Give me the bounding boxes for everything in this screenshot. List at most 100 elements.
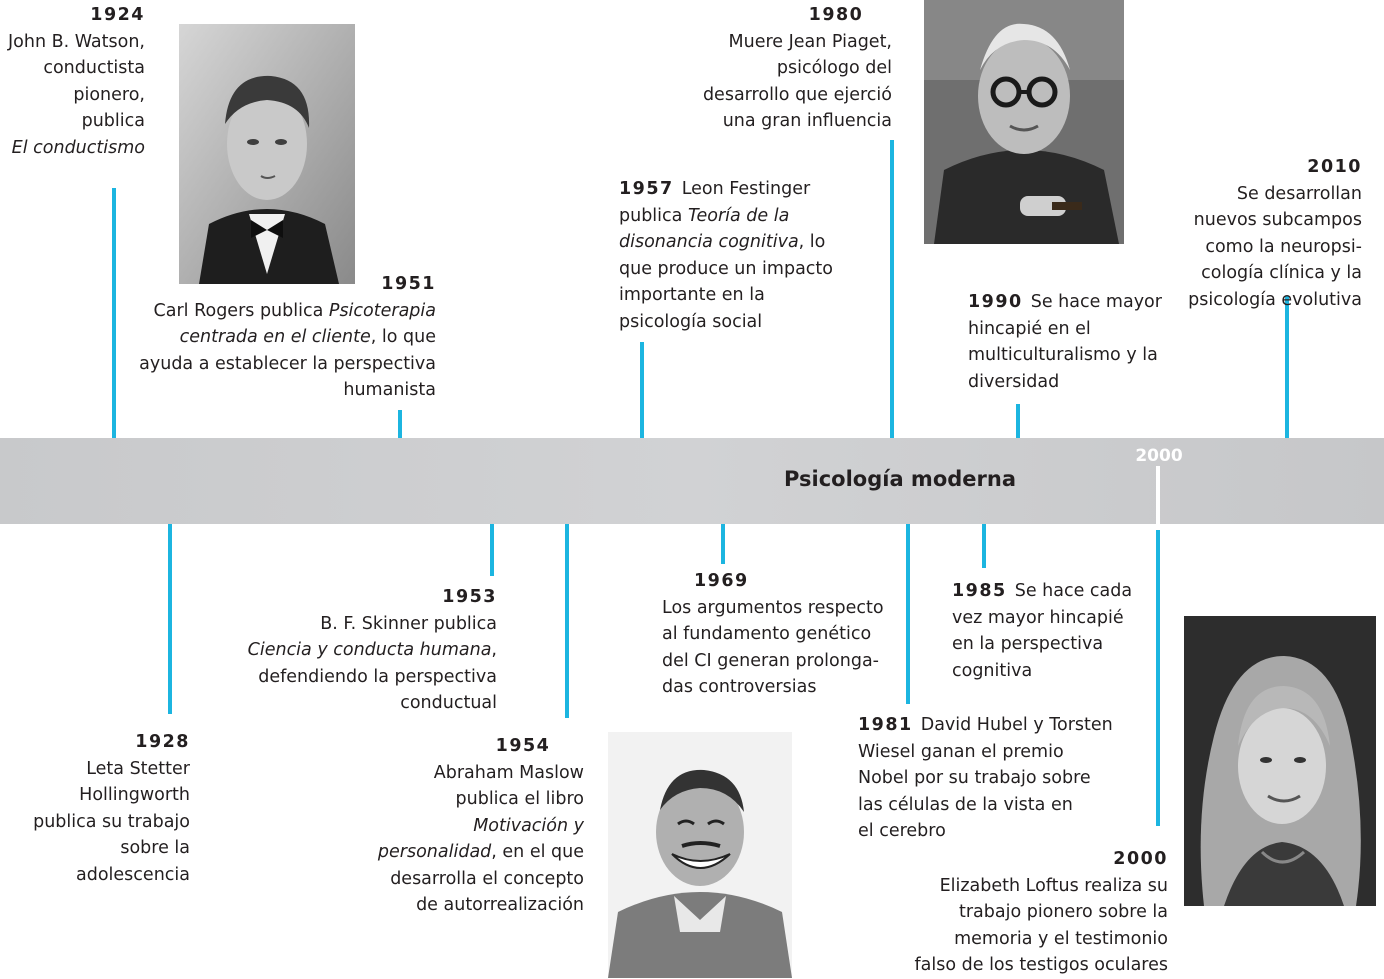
event-text: adolescencia bbox=[76, 864, 190, 885]
event-book-title: Motivación y bbox=[473, 815, 584, 836]
event-1969: 1969 Los argumentos respecto al fundamen… bbox=[662, 568, 902, 701]
event-text: conductista bbox=[43, 58, 145, 78]
event-text: multiculturalismo y la bbox=[968, 345, 1158, 365]
event-text: Elizabeth Loftus realiza su bbox=[939, 875, 1168, 896]
event-text: diversidad bbox=[968, 371, 1060, 392]
event-text: Wiesel ganan el premio bbox=[858, 741, 1064, 762]
event-text: desarrolla el concepto bbox=[390, 868, 584, 889]
event-text: al fundamento genético bbox=[662, 624, 872, 644]
event-text: memoria y el testimonio bbox=[954, 928, 1168, 949]
event-text: cología clínica y la bbox=[1201, 263, 1362, 283]
connector-2010 bbox=[1285, 296, 1289, 438]
timeline-band bbox=[0, 438, 1384, 524]
event-year: 1953 bbox=[442, 587, 497, 607]
event-text: conductual bbox=[400, 693, 497, 713]
event-text: Carl Rogers publica bbox=[153, 300, 329, 321]
event-text: desarrollo que ejerció bbox=[702, 84, 892, 105]
event-text: psicólogo del bbox=[776, 58, 892, 78]
event-text: publica su trabajo bbox=[33, 811, 190, 832]
event-2000: 2000 Elizabeth Loftus realiza su trabajo… bbox=[904, 846, 1169, 979]
event-text: importante en la bbox=[619, 285, 765, 305]
event-year: 1985 bbox=[952, 581, 1007, 601]
event-text: que produce un impacto bbox=[619, 258, 833, 279]
event-book-title: disonancia cognitiva bbox=[619, 232, 799, 252]
event-1953: 1953 B. F. Skinner publica Ciencia y con… bbox=[232, 584, 497, 717]
event-1980: 1980 Muere Jean Piaget, psicólogo del de… bbox=[672, 2, 892, 135]
event-2010: 2010 Se desarrollan nuevos subcampos com… bbox=[1170, 154, 1362, 313]
event-1990: 1990 Se hace mayor hincapié en el multicu… bbox=[968, 289, 1188, 395]
maslow-photo bbox=[608, 732, 792, 978]
event-text: el cerebro bbox=[858, 821, 946, 841]
event-year: 1924 bbox=[90, 5, 145, 25]
event-text: John B. Watson, bbox=[8, 31, 145, 52]
event-1985: 1985 Se hace cada vez mayor hincapié en l… bbox=[952, 578, 1152, 684]
loftus-photo bbox=[1184, 616, 1376, 906]
event-year: 2010 bbox=[1307, 157, 1362, 177]
event-text: David Hubel y Torsten bbox=[920, 715, 1113, 735]
event-text: das controversias bbox=[662, 677, 817, 697]
event-text: del CI generan prolonga- bbox=[662, 650, 879, 671]
event-1951: 1951 Carl Rogers publica Psicoterapia ce… bbox=[120, 271, 436, 404]
event-text: falso de los testigos oculares bbox=[914, 955, 1169, 975]
event-year: 2000 bbox=[1113, 849, 1168, 869]
event-text: vez mayor hincapié bbox=[952, 607, 1124, 628]
event-text: psicología social bbox=[619, 311, 763, 332]
event-year: 1980 bbox=[808, 5, 864, 25]
event-1954: 1954 Abraham Maslow publica el libro Mot… bbox=[362, 733, 584, 919]
watson-photo bbox=[179, 24, 355, 284]
event-year: 1954 bbox=[495, 736, 551, 756]
event-text: sobre la bbox=[120, 838, 190, 858]
timeline-title: Psicología moderna bbox=[784, 467, 1016, 491]
event-text: Leta Stetter bbox=[86, 758, 190, 779]
event-text: Se hace mayor bbox=[1030, 292, 1162, 312]
year-2000-tick bbox=[1156, 466, 1160, 524]
connector-1951 bbox=[398, 410, 402, 438]
event-year: 1969 bbox=[694, 571, 749, 591]
event-text: Se hace cada bbox=[1014, 581, 1133, 601]
event-text: , lo que bbox=[370, 327, 436, 347]
connector-1953 bbox=[490, 524, 494, 576]
event-book-title: El conductismo bbox=[11, 137, 145, 158]
event-text: Abraham Maslow bbox=[433, 762, 584, 783]
event-text: hincapié en el bbox=[968, 318, 1091, 339]
connector-1969 bbox=[721, 524, 725, 564]
event-text: en la perspectiva bbox=[952, 634, 1104, 654]
year-2000-marker: 2000 bbox=[1135, 446, 1183, 466]
event-year: 1928 bbox=[135, 732, 190, 752]
piaget-photo bbox=[924, 0, 1124, 244]
event-text: publica bbox=[619, 205, 688, 226]
event-text: , en el que bbox=[491, 842, 584, 862]
event-text: Muere Jean Piaget, bbox=[728, 31, 892, 52]
connector-1990 bbox=[1016, 404, 1020, 438]
connector-1957 bbox=[640, 342, 644, 438]
event-text: ayuda a establecer la perspectiva bbox=[139, 353, 436, 374]
event-text: , bbox=[491, 640, 497, 660]
event-book-title: Teoría de la bbox=[687, 205, 790, 226]
connector-2000 bbox=[1156, 530, 1160, 826]
event-text: B. F. Skinner publica bbox=[320, 613, 497, 634]
event-text: Hollingworth bbox=[79, 785, 190, 805]
event-book-title: personalidad bbox=[377, 842, 492, 862]
event-text: trabajo pionero sobre la bbox=[958, 902, 1168, 922]
connector-1928 bbox=[168, 524, 172, 714]
event-year: 1990 bbox=[968, 292, 1023, 312]
event-text: publica bbox=[81, 111, 145, 131]
event-text: nuevos subcampos bbox=[1193, 210, 1362, 230]
event-text: defendiendo la perspectiva bbox=[258, 666, 497, 687]
event-book-title: Psicoterapia bbox=[328, 300, 436, 321]
event-book-title: centrada en el cliente bbox=[179, 327, 371, 347]
connector-1980 bbox=[890, 140, 894, 438]
event-text: Se desarrollan bbox=[1236, 183, 1362, 204]
event-text: Los argumentos respecto bbox=[662, 597, 884, 618]
event-1924: 1924 John B. Watson, conductista pionero… bbox=[0, 2, 145, 161]
event-text: psicología evolutiva bbox=[1188, 289, 1362, 310]
event-text: , lo bbox=[798, 232, 826, 252]
event-text: de autorrealización bbox=[416, 895, 584, 915]
connector-1985 bbox=[982, 524, 986, 568]
event-text: Nobel por su trabajo sobre bbox=[858, 768, 1091, 788]
connector-1954 bbox=[565, 524, 569, 718]
event-text: una gran influencia bbox=[722, 111, 892, 131]
event-text: como la neuropsi- bbox=[1205, 236, 1362, 257]
